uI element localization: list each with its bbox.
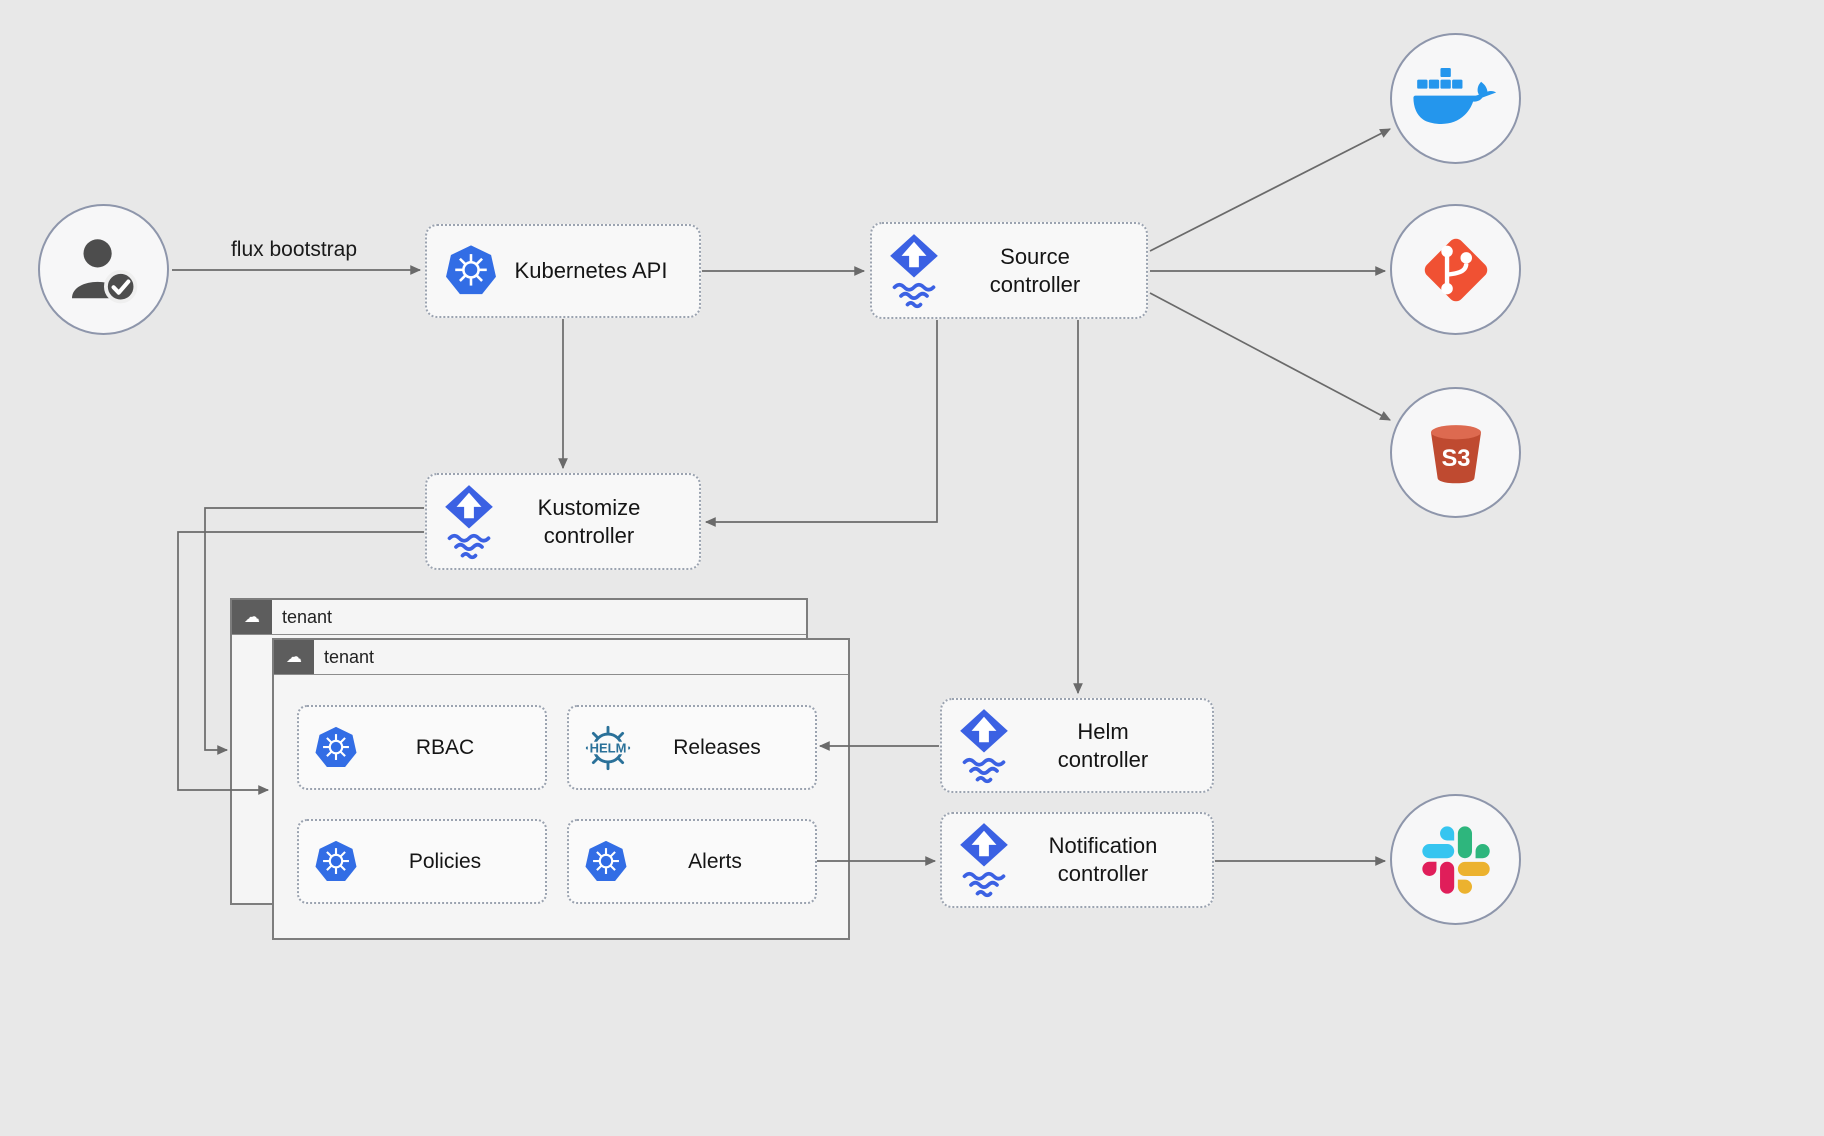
arrow-source-controller-to-docker bbox=[1149, 128, 1391, 252]
tenant-group-front[interactable]: ☁ tenant RBAC bbox=[272, 638, 850, 940]
alerts-node[interactable]: Alerts bbox=[567, 819, 817, 904]
tenant-back-label: tenant bbox=[282, 606, 333, 627]
helm-wordmark: HELM bbox=[590, 740, 627, 755]
alerts-label: Alerts bbox=[688, 849, 742, 873]
kubernetes-icon bbox=[313, 725, 359, 771]
source-controller-node[interactable]: Source controller bbox=[870, 222, 1148, 319]
kubernetes-icon bbox=[313, 839, 359, 885]
releases-node[interactable]: HELM Releases bbox=[567, 705, 817, 790]
source-controller-label: Source controller bbox=[989, 243, 1081, 297]
cloud-glyph: ☁ bbox=[286, 649, 302, 666]
flux-icon bbox=[958, 708, 1010, 784]
rbac-label: RBAC bbox=[415, 735, 475, 759]
helm-controller-node[interactable]: Helm controller bbox=[940, 698, 1214, 793]
policies-node[interactable]: Policies bbox=[297, 819, 547, 904]
helm-icon: HELM bbox=[585, 725, 631, 770]
kubernetes-api-label: Kubernetes API bbox=[514, 258, 668, 284]
user-node[interactable] bbox=[38, 204, 169, 335]
git-node[interactable] bbox=[1390, 204, 1521, 335]
kubernetes-api-node[interactable]: Kubernetes API bbox=[425, 224, 701, 318]
flux-icon bbox=[958, 822, 1010, 898]
docker-node[interactable] bbox=[1390, 33, 1521, 164]
kustomize-controller-label: Kustomize controller bbox=[537, 494, 641, 548]
s3-label: S3 bbox=[1441, 445, 1470, 472]
git-icon bbox=[1424, 238, 1487, 301]
arrow-source-controller-to-kustomize-controller bbox=[704, 320, 938, 527]
flux-bootstrap-label: flux bootstrap bbox=[230, 238, 358, 261]
tenant-header: ☁ tenant bbox=[274, 640, 848, 675]
policies-label: Policies bbox=[408, 849, 482, 873]
notification-controller-node[interactable]: Notification controller bbox=[940, 812, 1214, 908]
s3-bucket-icon: S3 bbox=[1430, 424, 1481, 483]
kubernetes-icon bbox=[443, 243, 499, 299]
cloud-icon: ☁ bbox=[232, 600, 272, 634]
rbac-node[interactable]: RBAC bbox=[297, 705, 547, 790]
flux-icon bbox=[888, 233, 940, 309]
slack-icon bbox=[1421, 825, 1490, 894]
kubernetes-icon bbox=[583, 839, 629, 885]
tenant-front-label: tenant bbox=[324, 646, 375, 667]
flux-icon bbox=[443, 484, 495, 560]
releases-label: Releases bbox=[673, 735, 761, 759]
notification-controller-label: Notification controller bbox=[1048, 833, 1158, 886]
kustomize-controller-node[interactable]: Kustomize controller bbox=[425, 473, 701, 570]
docker-icon bbox=[1412, 67, 1496, 124]
slack-node[interactable] bbox=[1390, 794, 1521, 925]
s3-node[interactable]: S3 bbox=[1390, 387, 1521, 518]
helm-controller-label: Helm controller bbox=[1057, 718, 1149, 772]
user-check-icon bbox=[71, 238, 137, 303]
cloud-glyph: ☁ bbox=[244, 609, 260, 626]
arrow-source-controller-to-s3 bbox=[1149, 292, 1391, 421]
tenant-header: ☁ tenant bbox=[232, 600, 806, 635]
cloud-icon: ☁ bbox=[274, 640, 314, 674]
